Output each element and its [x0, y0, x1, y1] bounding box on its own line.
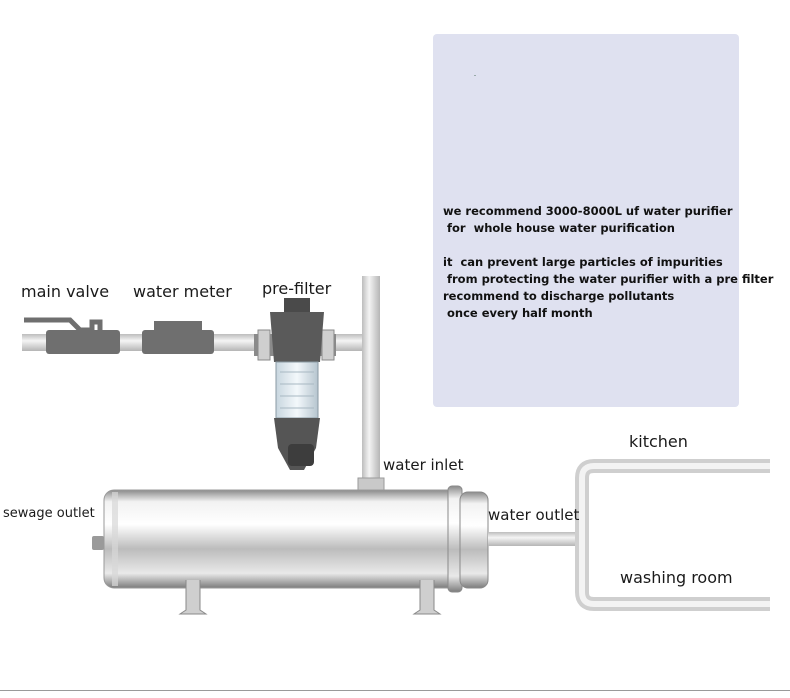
riser-pipe — [362, 276, 380, 336]
panel-line: for whole house water purification — [443, 221, 675, 235]
panel-line: it can prevent large particles of impuri… — [443, 255, 723, 269]
main-valve — [24, 317, 120, 354]
inlet-pipe — [362, 336, 380, 486]
recommendation-text: we recommend 3000-8000L uf water purifie… — [443, 203, 774, 322]
label-main-valve: main valve — [21, 282, 110, 301]
pre-filter-unit — [254, 298, 336, 470]
label-sewage-outlet: sewage outlet — [3, 506, 95, 521]
panel-line: we recommend 3000-8000L uf water purifie… — [443, 204, 733, 218]
label-pre-filter: pre-filter — [262, 279, 332, 298]
panel-line: once every half month — [443, 306, 593, 320]
label-kitchen: kitchen — [629, 432, 688, 451]
panel-line: recommend to discharge pollutants — [443, 289, 675, 303]
label-water-meter: water meter — [133, 282, 232, 301]
bottom-divider — [0, 690, 790, 691]
recommendation-panel — [433, 34, 739, 407]
label-water-inlet: water inlet — [383, 456, 464, 474]
water-meter — [142, 321, 214, 354]
label-washing-room: washing room — [620, 568, 733, 587]
panel-mark — [474, 75, 476, 76]
outlet-pipe — [488, 532, 580, 546]
panel-line: from protecting the water purifier with … — [443, 272, 774, 286]
purifier-tank — [92, 485, 489, 615]
panel-line — [443, 237, 743, 254]
label-water-outlet: water outlet — [488, 506, 580, 524]
